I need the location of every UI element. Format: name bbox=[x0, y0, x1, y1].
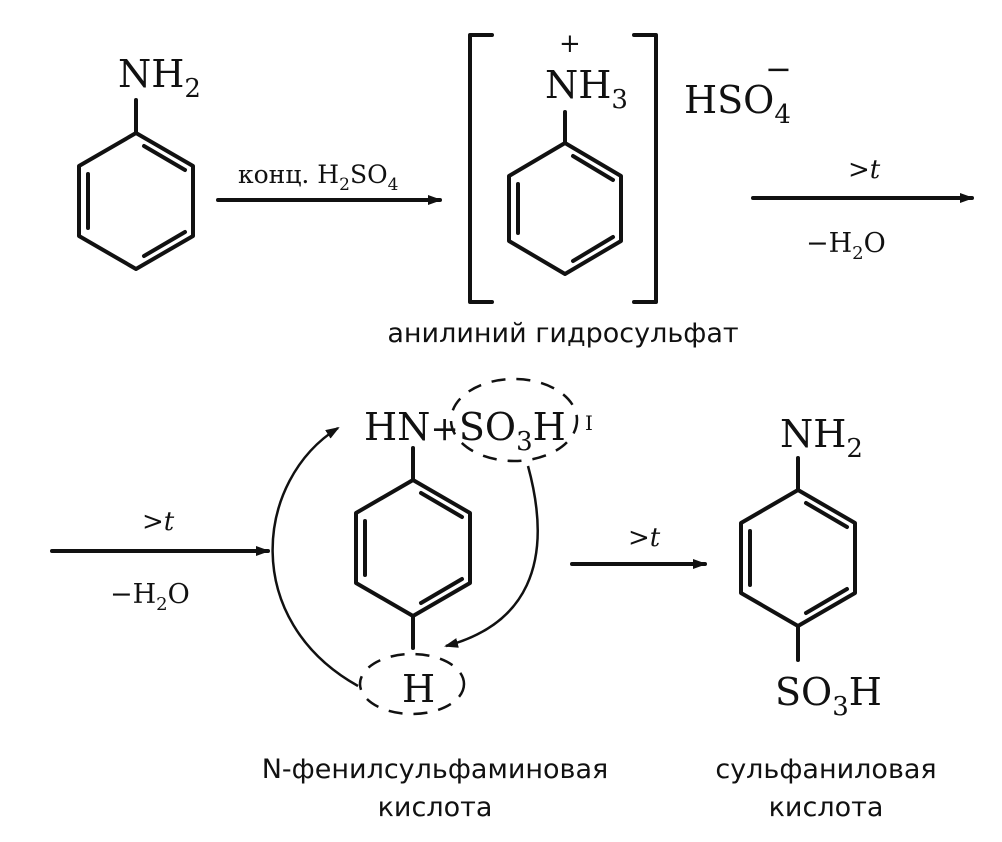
aniline-amino-group: NH2 bbox=[118, 52, 201, 104]
product-name-line1: сульфаниловая bbox=[715, 754, 936, 785]
reagent-label: конц. H2SO4 bbox=[238, 160, 398, 195]
product-double-bond bbox=[804, 501, 849, 529]
anilinium-hydrosulfate-structure: + NH3 HSO4 − bbox=[468, 29, 792, 304]
intermediate2-name-line2: кислота bbox=[378, 792, 493, 823]
step3-condition-bottom: −H2O bbox=[110, 579, 190, 615]
aniline-double-bond bbox=[142, 144, 187, 172]
migration-arrow-right bbox=[444, 465, 539, 648]
step3-condition-top: >t bbox=[142, 507, 175, 537]
so3h-highlight-ellipse bbox=[449, 377, 579, 463]
sulfanilic-acid-structure: NH2 SO3H bbox=[739, 412, 882, 722]
n-phenylsulfamic-acid-structure: HN+SO3H I H bbox=[271, 377, 593, 716]
bracket-left bbox=[468, 33, 494, 304]
anilinium-double-bond bbox=[571, 154, 615, 182]
aniline-double-bond bbox=[142, 230, 187, 258]
sulfamic-group-left: HN+SO3H bbox=[364, 405, 566, 457]
product-sulfo-group: SO3H bbox=[775, 670, 882, 722]
anilinium-double-bond bbox=[571, 235, 615, 263]
ammonium-charge: + bbox=[559, 29, 581, 59]
step4-condition-top: >t bbox=[628, 523, 661, 553]
anilinium-ring bbox=[507, 141, 623, 276]
counter-ion-charge: − bbox=[765, 50, 792, 88]
sulfamic-double-bond bbox=[419, 577, 464, 605]
aniline-structure: NH2 bbox=[77, 52, 201, 271]
migration-arrow-left bbox=[271, 426, 359, 688]
intermediate1-name: анилиний гидросульфат bbox=[387, 318, 738, 349]
aniline-ring bbox=[77, 131, 195, 271]
product-amino-group: NH2 bbox=[780, 412, 863, 464]
bracket-right bbox=[632, 33, 658, 304]
step2-condition-top: >t bbox=[848, 155, 881, 185]
ammonium-group: NH3 bbox=[545, 63, 628, 115]
product-ring bbox=[739, 488, 857, 628]
sulfamic-ring bbox=[354, 478, 472, 618]
intermediate2-name-line1: N-фенилсульфаминовая bbox=[262, 754, 609, 785]
ring-h-highlight-ellipse bbox=[358, 652, 466, 716]
sulfamic-side-mark: I bbox=[585, 411, 593, 435]
hydrosulfate-counter-ion: HSO4 bbox=[684, 78, 791, 130]
product-name-line2: кислота bbox=[769, 792, 884, 823]
step2-condition-bottom: −H2O bbox=[806, 228, 886, 264]
sulfamic-double-bond bbox=[419, 491, 464, 519]
product-double-bond bbox=[804, 587, 849, 615]
ring-hydrogen: H bbox=[402, 667, 435, 711]
